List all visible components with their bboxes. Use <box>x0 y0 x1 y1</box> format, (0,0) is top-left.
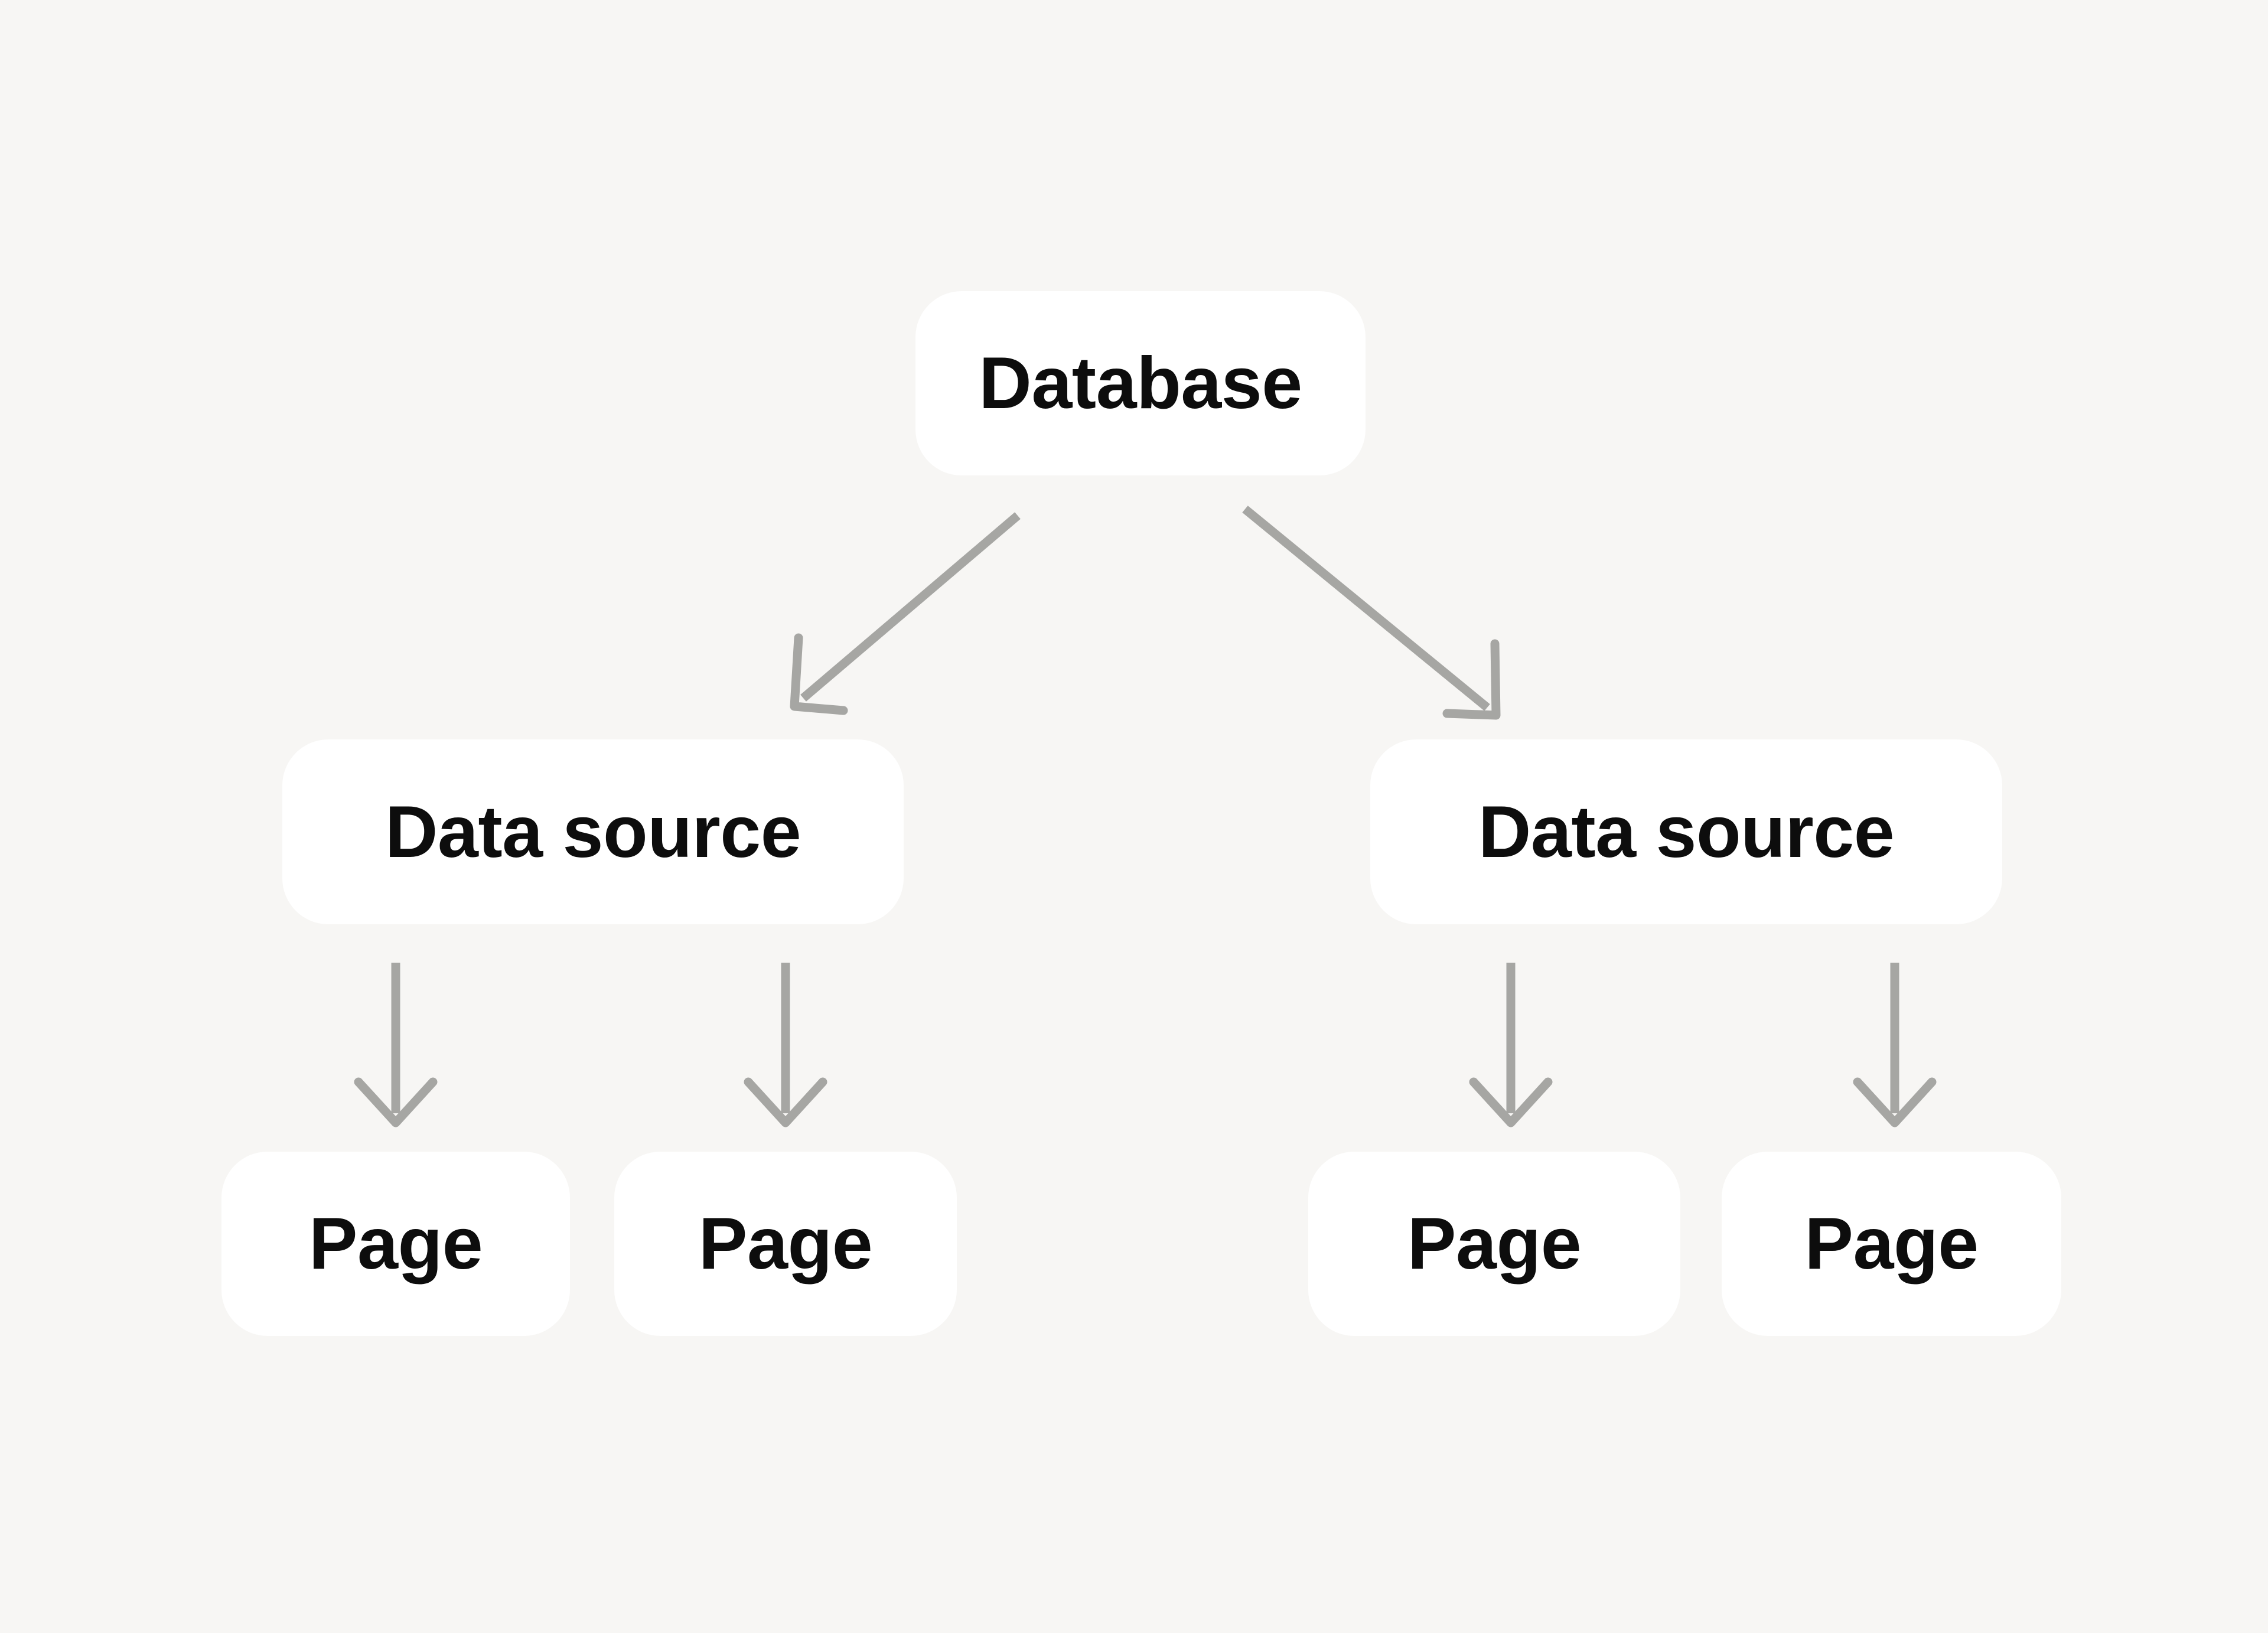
arrowhead-icon <box>790 633 848 715</box>
node-page-2[interactable]: Page <box>614 1152 957 1336</box>
node-data-source-1-label: Data source <box>384 791 801 873</box>
edge-line <box>1242 506 1490 711</box>
node-data-source-1[interactable]: Data source <box>282 739 904 924</box>
node-page-1[interactable]: Page <box>221 1152 570 1336</box>
node-data-source-2[interactable]: Data source <box>1370 739 2002 924</box>
node-page-3-label: Page <box>1407 1203 1582 1285</box>
edge-datasource-2-to-page-4 <box>1853 963 1937 1127</box>
node-page-1-label: Page <box>308 1203 483 1285</box>
node-page-2-label: Page <box>698 1203 873 1285</box>
node-database-label: Database <box>979 343 1302 424</box>
arrowhead-icon <box>1442 639 1501 720</box>
edge-database-to-datasource-2 <box>1242 506 1501 720</box>
arrowhead-icon <box>1853 1077 1937 1127</box>
arrowhead-icon <box>354 1077 438 1127</box>
edge-line <box>800 512 1021 702</box>
edge-datasource-2-to-page-3 <box>1469 963 1553 1127</box>
node-data-source-2-label: Data source <box>1478 791 1895 873</box>
node-page-4-label: Page <box>1804 1203 1979 1285</box>
node-page-3[interactable]: Page <box>1308 1152 1680 1336</box>
edge-database-to-datasource-1 <box>790 512 1021 715</box>
edge-datasource-1-to-page-2 <box>744 963 827 1127</box>
arrowhead-icon <box>1469 1077 1553 1127</box>
arrowhead-icon <box>744 1077 827 1127</box>
edge-datasource-1-to-page-1 <box>354 963 438 1127</box>
node-page-4[interactable]: Page <box>1722 1152 2061 1336</box>
node-database[interactable]: Database <box>915 291 1366 475</box>
